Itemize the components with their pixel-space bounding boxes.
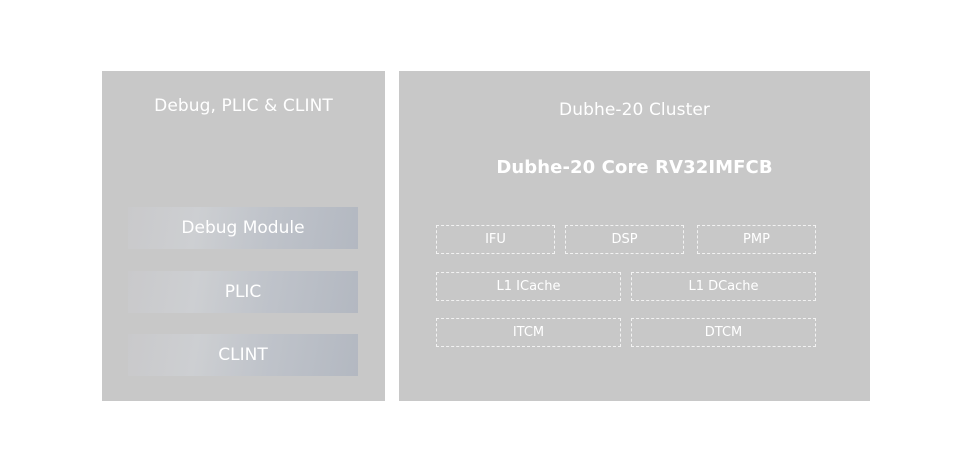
- debug-plic-clint-panel: Debug, PLIC & CLINT Debug Module PLIC CL…: [102, 71, 385, 401]
- clint-block: CLINT: [128, 334, 358, 376]
- pmp-block: PMP: [697, 225, 816, 254]
- plic-block: PLIC: [128, 271, 358, 313]
- left-panel-title: Debug, PLIC & CLINT: [154, 96, 333, 116]
- itcm-block: ITCM: [436, 318, 621, 347]
- debug-module-block: Debug Module: [128, 207, 358, 249]
- cluster-title: Dubhe-20 Cluster: [559, 100, 710, 120]
- dtcm-block: DTCM: [631, 318, 816, 347]
- core-title: Dubhe-20 Core RV32IMFCB: [496, 157, 773, 178]
- l1-icache-block: L1 ICache: [436, 272, 621, 301]
- dsp-block: DSP: [565, 225, 684, 254]
- cluster-panel: Dubhe-20 Cluster Dubhe-20 Core RV32IMFCB…: [399, 71, 870, 401]
- l1-dcache-block: L1 DCache: [631, 272, 816, 301]
- ifu-block: IFU: [436, 225, 555, 254]
